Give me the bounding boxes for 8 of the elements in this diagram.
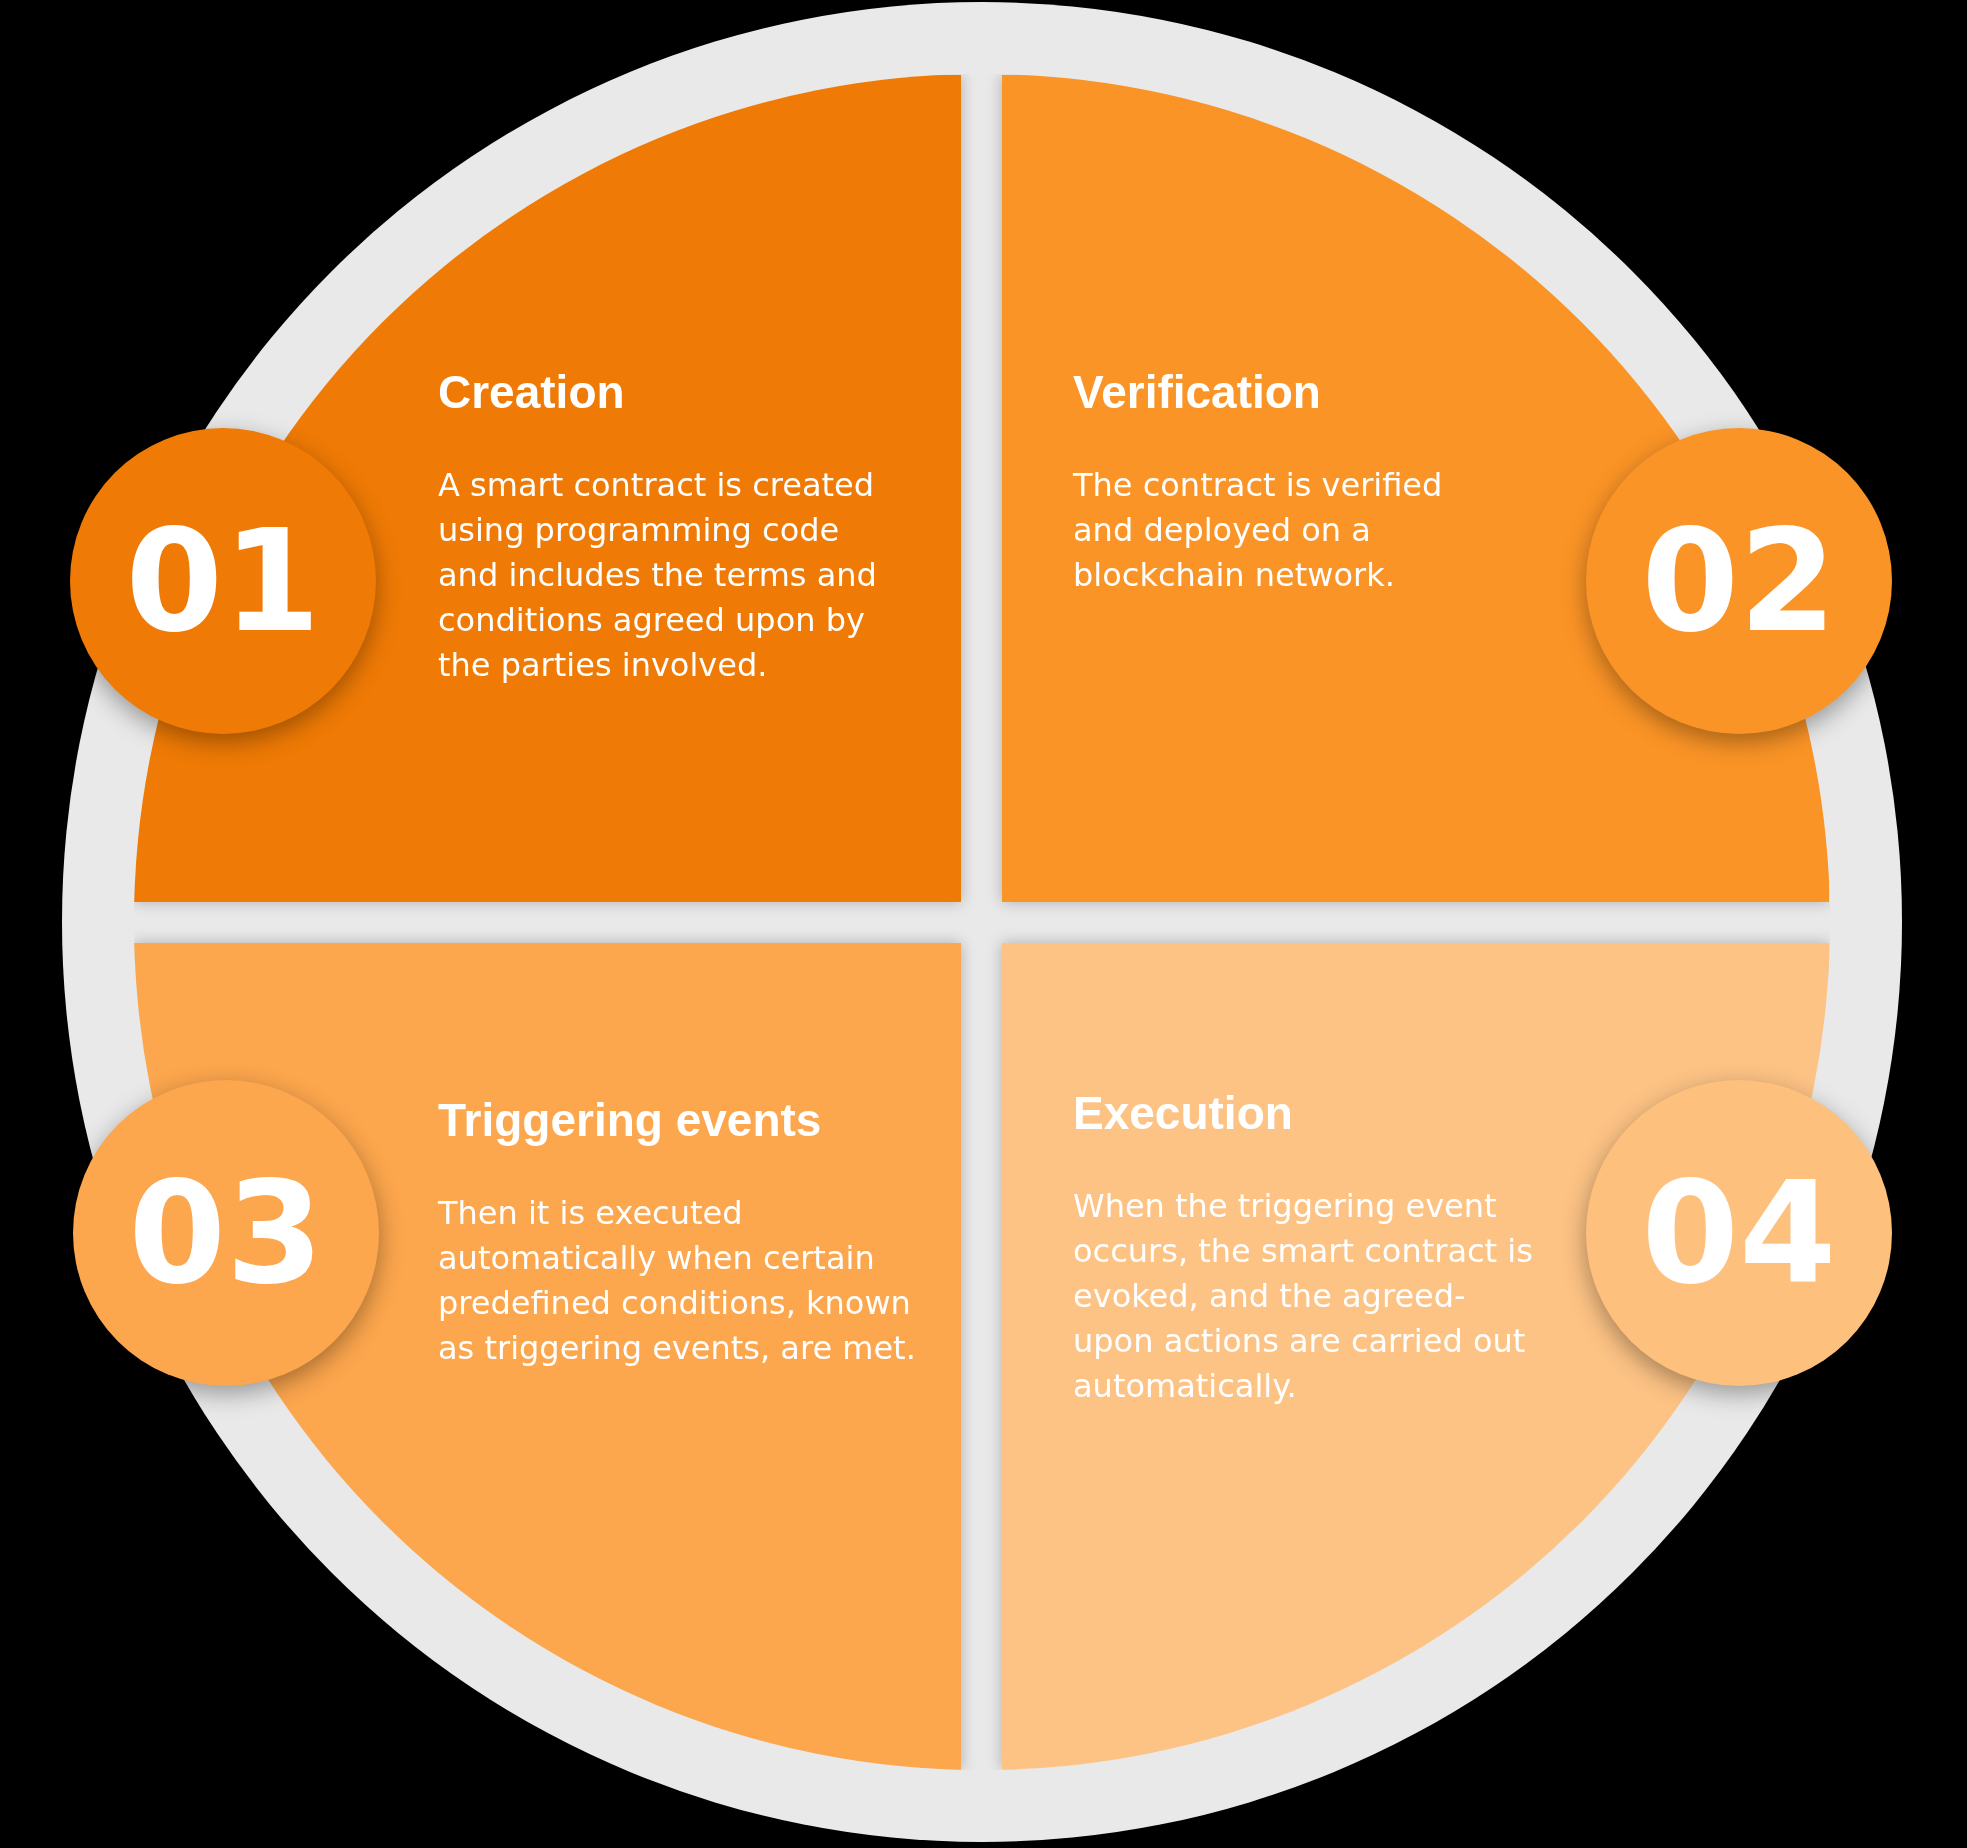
step-title: Creation <box>438 365 625 419</box>
step-description: A smart contract is created using programming code and includes the terms and conditions agreed upon by the parties involved. <box>438 465 878 686</box>
step-title: Verification <box>1073 365 1321 419</box>
step-title: Execution <box>1073 1086 1293 1140</box>
step-description: The contract is verified and deployed on a blockchain network. <box>1073 465 1444 596</box>
step-description: Then it is executed automatically when certain predefined conditions, known as triggering events, are met. <box>438 1193 917 1369</box>
step-description: When the triggering event occurs, the smart contract is evoked, and the agreed-upon actions are carried out automatically. <box>1073 1186 1533 1407</box>
step-title: Triggering events <box>438 1093 822 1147</box>
